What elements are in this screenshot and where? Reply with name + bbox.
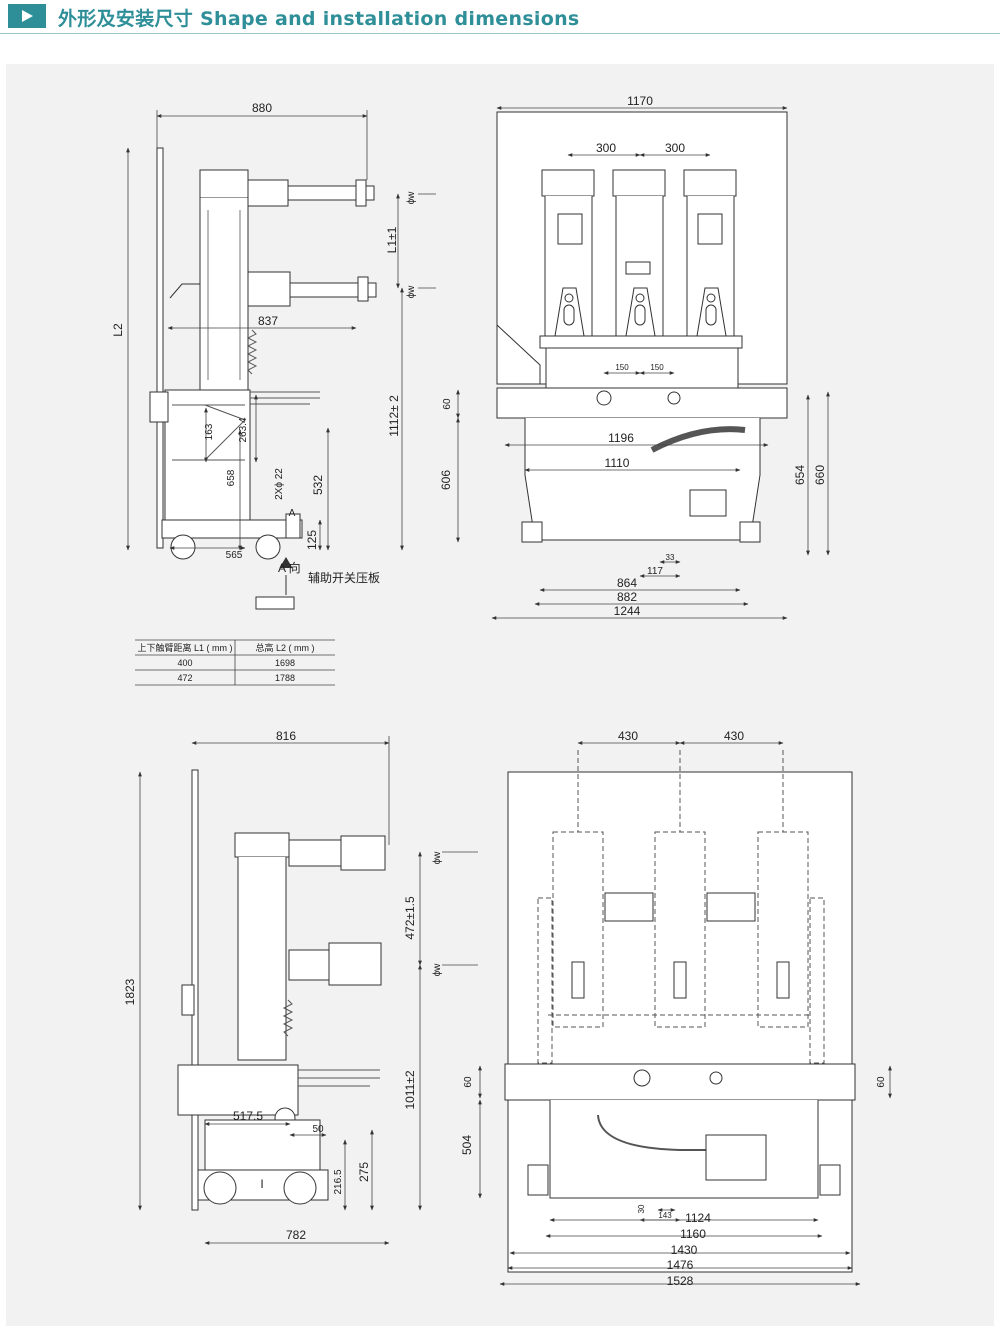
pole-right [683,169,737,337]
dim-1476: 1476 [667,1258,694,1272]
bottom-front-dimensions [478,741,892,1286]
top-front-view [496,111,788,543]
table-cell: 400 [177,658,192,668]
dim-517: 517.5 [233,1109,263,1123]
dim-phiw-lower: ϕw [406,285,417,299]
dim-1823: 1823 [123,978,137,1005]
top-side-view [149,147,377,610]
table-header-l1: 上下触臂距离 L1 ( mm ) [137,642,232,653]
dim-275: 275 [357,1162,371,1182]
pole-middle [612,169,666,337]
dim-1110: 1110 [605,456,630,470]
dim-50: 50 [312,1124,324,1135]
top-side-labels: 880 L2 L1±1 ϕw ϕw 837 1112± 2 163 263.4 … [111,101,417,585]
dim-504: 504 [460,1135,474,1155]
dim-1124: 1124 [685,1211,711,1225]
dim-472: 472±1.5 [403,896,417,940]
section-title: 外形及安装尺寸 Shape and installation dimension… [58,8,580,30]
bottom-side-labels: 816 1823 ϕw ϕw 472±1.5 1011±2 517.5 50 2… [123,729,443,1242]
dim-33: 33 [666,553,675,562]
dim-880: 880 [252,101,272,115]
dim-150: 150 [650,363,664,372]
dim-1528: 1528 [667,1274,694,1288]
mark-i: I [260,1177,263,1191]
bottom-front-view [504,750,856,1273]
dim-816: 816 [276,729,296,743]
table-cell: 1698 [275,658,295,668]
dim-60: 60 [442,398,453,410]
dim-1196: 1196 [608,431,634,445]
dim-300: 300 [596,141,616,155]
dim-606: 606 [439,470,453,490]
dim-l1: L1±1 [385,226,399,253]
dim-782: 782 [286,1228,306,1242]
dim-60-left: 60 [463,1076,474,1088]
dim-430: 430 [618,729,638,743]
table-cell: 472 [177,673,192,683]
dim-1430: 1430 [671,1243,698,1257]
top-front-dimensions [456,106,830,620]
dim-phi22: 2Xϕ 22 [274,468,285,500]
dim-117: 117 [647,566,663,577]
dim-430: 430 [724,729,744,743]
dim-660: 660 [813,465,827,485]
dim-1170: 1170 [627,94,653,108]
bottom-side-dimensions [138,736,478,1245]
dim-300: 300 [665,141,685,155]
dim-l2: L2 [111,323,125,337]
dim-1160: 1160 [680,1227,706,1241]
header-rule [0,33,1000,34]
dim-143: 143 [658,1211,672,1220]
mark-a: A [289,508,296,519]
aux-switch-label: 辅助开关压板 [308,571,380,585]
dim-1244: 1244 [614,604,641,618]
dim-60-right: 60 [876,1076,887,1088]
dim-263: 263.4 [238,417,249,442]
dim-150: 150 [615,363,629,372]
dim-216: 216.5 [333,1169,344,1194]
arm-distance-table [135,639,335,686]
pole-left [541,169,595,337]
dim-1112: 1112± 2 [387,395,401,437]
dim-phiw-upper: ϕw [406,191,417,205]
play-icon [8,4,46,28]
top-front-labels: 1170 300 300 150 150 60 1196 1110 606 65… [439,94,827,618]
dim-1011: 1011±2 [403,1070,417,1109]
dim-882: 882 [617,590,637,604]
bottom-front-labels: 430 430 60 60 504 30 143 1124 1160 1430 … [460,729,887,1288]
dim-565: 565 [226,550,243,561]
dim-163: 163 [204,423,215,440]
table-header-l2: 总高 L2 ( mm ) [255,642,314,653]
dim-phiw-upper: ϕw [432,851,443,865]
dim-30: 30 [637,1204,646,1213]
table-cell: 1788 [275,673,295,683]
arrow-a-label: A 向 [278,560,301,575]
dim-864: 864 [617,576,637,590]
section-header: 外形及安装尺寸 Shape and installation dimension… [0,0,1000,36]
dim-658: 658 [226,469,237,486]
dim-654: 654 [793,465,807,485]
dim-837: 837 [258,314,278,328]
dim-125: 125 [305,530,319,550]
dim-532: 532 [311,475,325,495]
top-side-dimensions [126,110,436,551]
dim-phiw-lower: ϕw [432,963,443,977]
bottom-side-view [177,769,386,1211]
table-text: 上下触臂距离 L1 ( mm ) 总高 L2 ( mm ) 400 1698 4… [137,642,314,683]
